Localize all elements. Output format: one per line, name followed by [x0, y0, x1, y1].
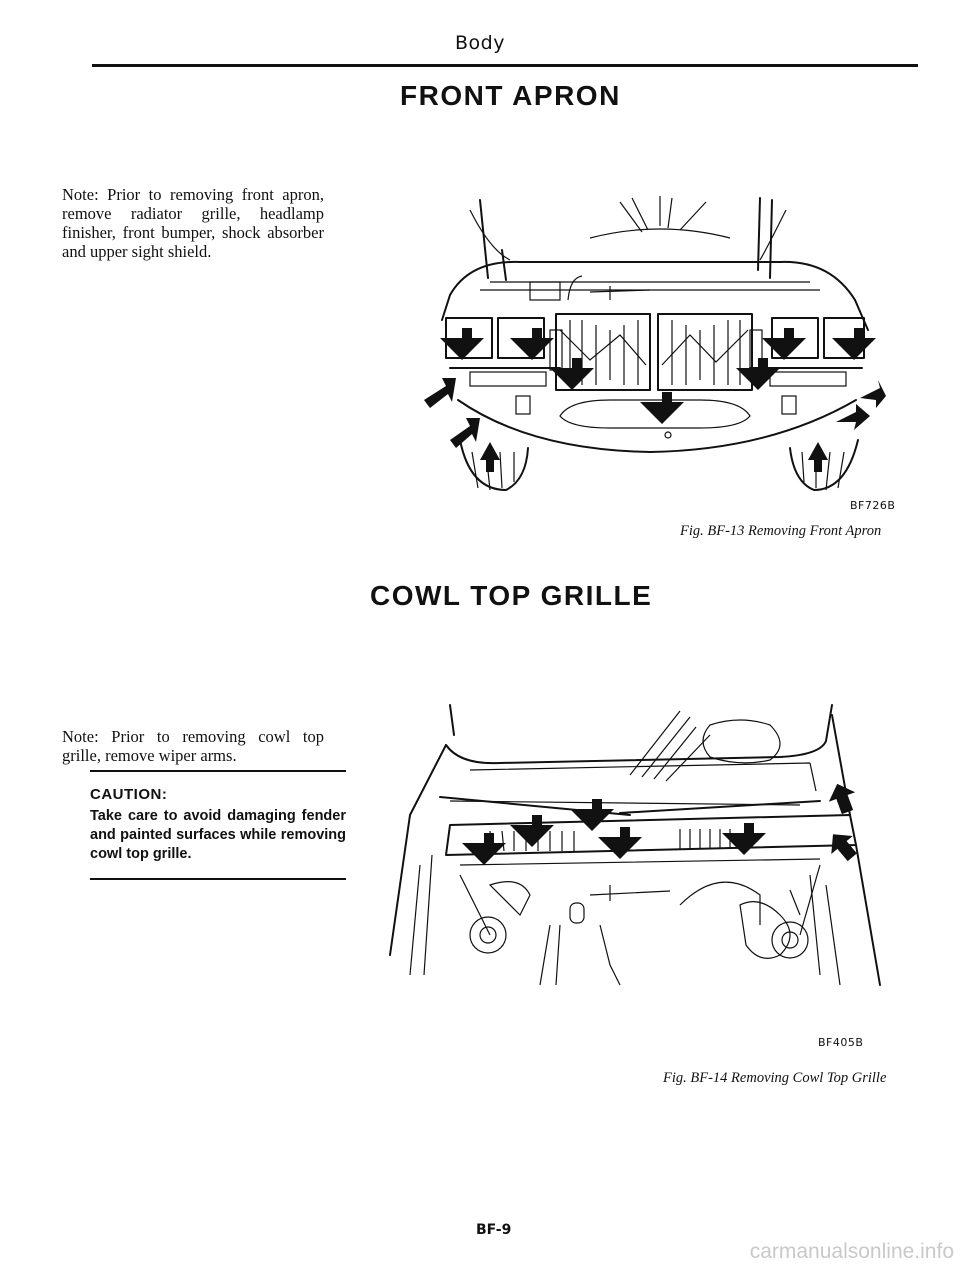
caution-top-rule — [90, 770, 346, 772]
figure-caption-bf13: Fig. BF-13 Removing Front Apron — [680, 523, 882, 539]
caution-box: CAUTION: Take care to avoid damaging fen… — [90, 770, 346, 880]
note-label: Note: — [62, 185, 99, 204]
note-front-apron: Note: Prior to removing front apron, rem… — [62, 185, 324, 261]
caution-bottom-rule — [90, 878, 346, 880]
figure-code-bf726b: BF726B — [850, 499, 896, 512]
front-apron-illustration — [424, 196, 886, 491]
cowl-top-grille-illustration — [389, 704, 881, 986]
note-text: Prior to removing cowl top grille, remov… — [62, 727, 325, 765]
section-title-front-apron: FRONT APRON — [400, 80, 621, 111]
page-header-title: Body — [455, 32, 505, 54]
figure-caption-bf14: Fig. BF-14 Removing Cowl Top Grille — [663, 1070, 887, 1086]
caution-heading: CAUTION: — [90, 786, 168, 803]
note-text: Prior to removing front apron, remove ra… — [62, 185, 324, 261]
note-cowl-top-grille: Note: Prior to removing cowl top grille,… — [62, 727, 324, 765]
figure-code-bf405b: BF405B — [818, 1036, 864, 1049]
watermark: carmanualsonline.info — [749, 1240, 954, 1263]
header-rule — [92, 64, 918, 67]
page-number: BF-9 — [476, 1222, 512, 1238]
caution-text: Take care to avoid damaging fender and p… — [90, 808, 346, 862]
note-label: Note: — [62, 727, 99, 746]
section-title-cowl-top-grille: COWL TOP GRILLE — [370, 580, 653, 611]
